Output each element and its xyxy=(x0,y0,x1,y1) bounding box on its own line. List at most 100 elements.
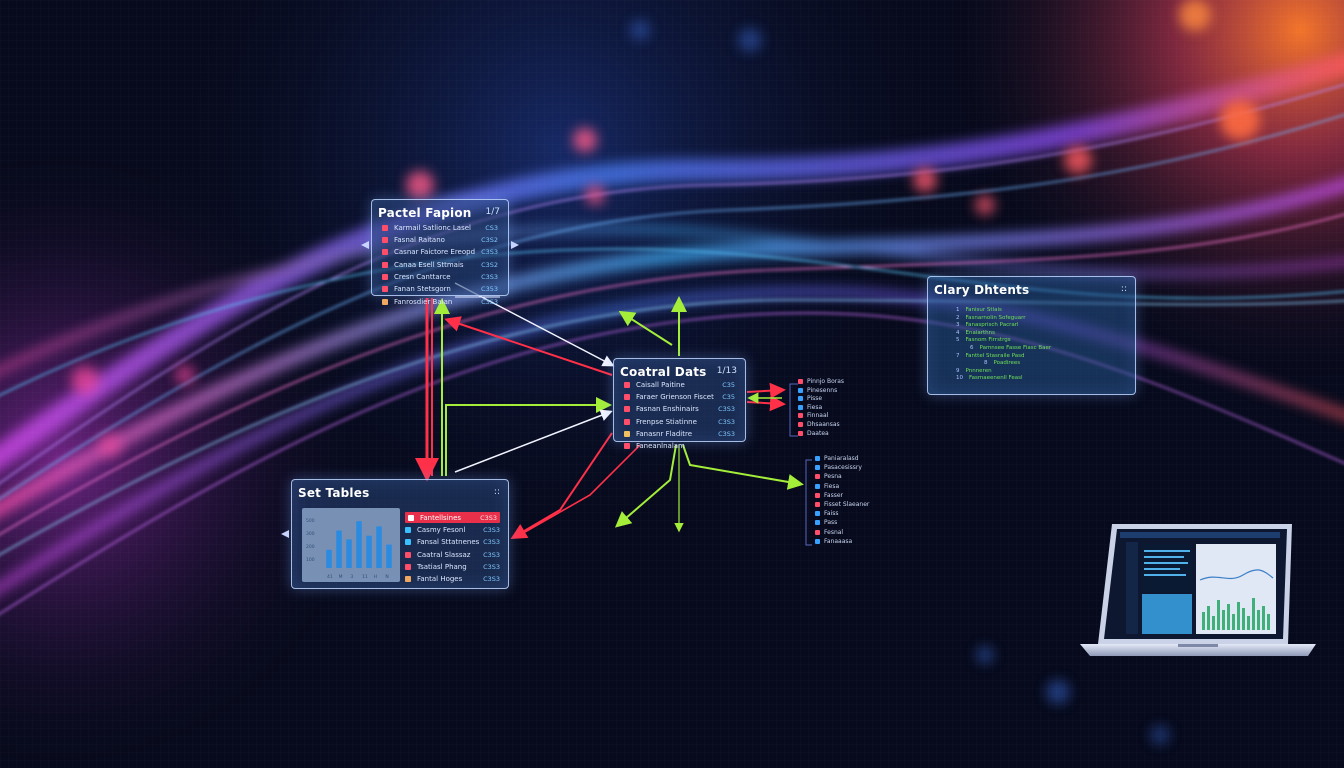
side-list-item[interactable]: Paniaralasd xyxy=(815,455,859,462)
item-label: Pinesenns xyxy=(807,386,838,394)
row-icon xyxy=(382,286,388,293)
row-icon xyxy=(405,526,411,533)
row-icon xyxy=(405,576,411,583)
row-label: Tsatiasl Phang xyxy=(417,563,467,572)
panel-pactel-fapion[interactable]: Pactel Fapion 1/7 Karmail Satlionc Lasel… xyxy=(371,199,509,306)
row-label: Fasnal Raitano xyxy=(394,235,445,244)
side-list-item[interactable]: Pisse xyxy=(798,395,822,402)
row-icon xyxy=(624,381,630,388)
row-value: C3S3 xyxy=(718,430,735,439)
panel-badge: :: xyxy=(493,487,500,497)
item-icon xyxy=(815,511,820,517)
row-icon xyxy=(408,514,414,521)
line-text: Fanttel Stasraile Pasd xyxy=(965,352,1025,359)
row-value: C3S3 xyxy=(481,297,498,306)
panel-title: Set Tables xyxy=(298,486,370,500)
side-list-item[interactable]: Fiesa xyxy=(798,404,822,411)
side-list-item[interactable]: Pass xyxy=(815,519,837,526)
row-icon xyxy=(624,406,630,413)
side-list-item[interactable]: Fanaaasa xyxy=(815,538,852,545)
row-value: C3S3 xyxy=(481,273,498,282)
y-tick-label: 100 xyxy=(306,557,315,563)
row-value: C35 xyxy=(722,380,735,389)
side-list-item[interactable]: Fiesa xyxy=(815,483,839,490)
y-tick-label: 300 xyxy=(306,531,315,537)
row-value: C353 xyxy=(481,285,498,294)
side-list-item[interactable]: Fesnal xyxy=(815,529,843,536)
row-label: Cresn Canttarce xyxy=(394,273,451,282)
line-number: 10 xyxy=(956,375,963,382)
row-value: C3S3 xyxy=(480,513,497,522)
row-value: C3S3 xyxy=(483,550,500,559)
side-list-item[interactable]: Finnaal xyxy=(798,412,828,419)
item-icon xyxy=(815,474,820,480)
row-icon xyxy=(405,551,411,558)
side-list-item[interactable]: Pesna xyxy=(815,473,842,480)
line-number: 6 xyxy=(970,345,974,351)
x-tick-label: M xyxy=(339,574,343,580)
line-number: 5 xyxy=(956,337,960,344)
item-icon xyxy=(798,413,803,419)
item-label: Fanaaasa xyxy=(824,537,853,545)
row-icon xyxy=(405,539,411,546)
item-label: Pass xyxy=(824,519,838,527)
y-tick-label: 500 xyxy=(306,518,315,524)
line-number: 8 xyxy=(984,360,988,367)
row-value: C3S3 xyxy=(483,538,500,547)
row-label: Fansal Sttatnenes xyxy=(417,538,480,547)
side-list-item[interactable]: Pinnjo Boras xyxy=(798,378,844,385)
row-label: Frenpse Stiatinne xyxy=(636,417,697,426)
item-icon xyxy=(815,465,820,471)
item-icon xyxy=(798,404,803,410)
side-list-item[interactable]: Fasser xyxy=(815,492,843,499)
item-label: Paniaralasd xyxy=(824,455,859,462)
item-icon xyxy=(798,387,803,393)
panel-row[interactable]: Cresn Canttarce C3S3 xyxy=(382,272,498,283)
row-label: Caatral Slassaz xyxy=(417,550,471,559)
side-list-item[interactable]: Faiss xyxy=(815,510,839,517)
side-list-item[interactable]: Fisset Slaeaner xyxy=(815,501,869,508)
chart-bar xyxy=(356,521,362,568)
row-icon xyxy=(382,236,388,243)
panel-row[interactable]: Caatral Slassaz C3S3 xyxy=(405,549,500,560)
side-list-item[interactable]: Pinesenns xyxy=(798,387,837,394)
line-number: 9 xyxy=(956,367,960,374)
line-number: 7 xyxy=(956,352,960,359)
item-label: Daatea xyxy=(807,429,829,437)
row-icon xyxy=(405,564,411,571)
line-text: Enaiarthns xyxy=(965,329,996,336)
connector-nub-left xyxy=(281,530,289,538)
side-list-item[interactable]: Pasacesissry xyxy=(815,464,862,471)
side-list-item[interactable]: Daatea xyxy=(798,430,829,437)
item-icon xyxy=(815,538,820,544)
side-list-item[interactable]: Dhsaansas xyxy=(798,421,840,428)
row-value: C3S2 xyxy=(481,260,498,269)
row-icon xyxy=(624,431,630,438)
item-label: Finnaal xyxy=(807,412,829,420)
row-icon xyxy=(624,443,630,450)
panel-row[interactable]: Faneanlnalam xyxy=(624,441,735,452)
